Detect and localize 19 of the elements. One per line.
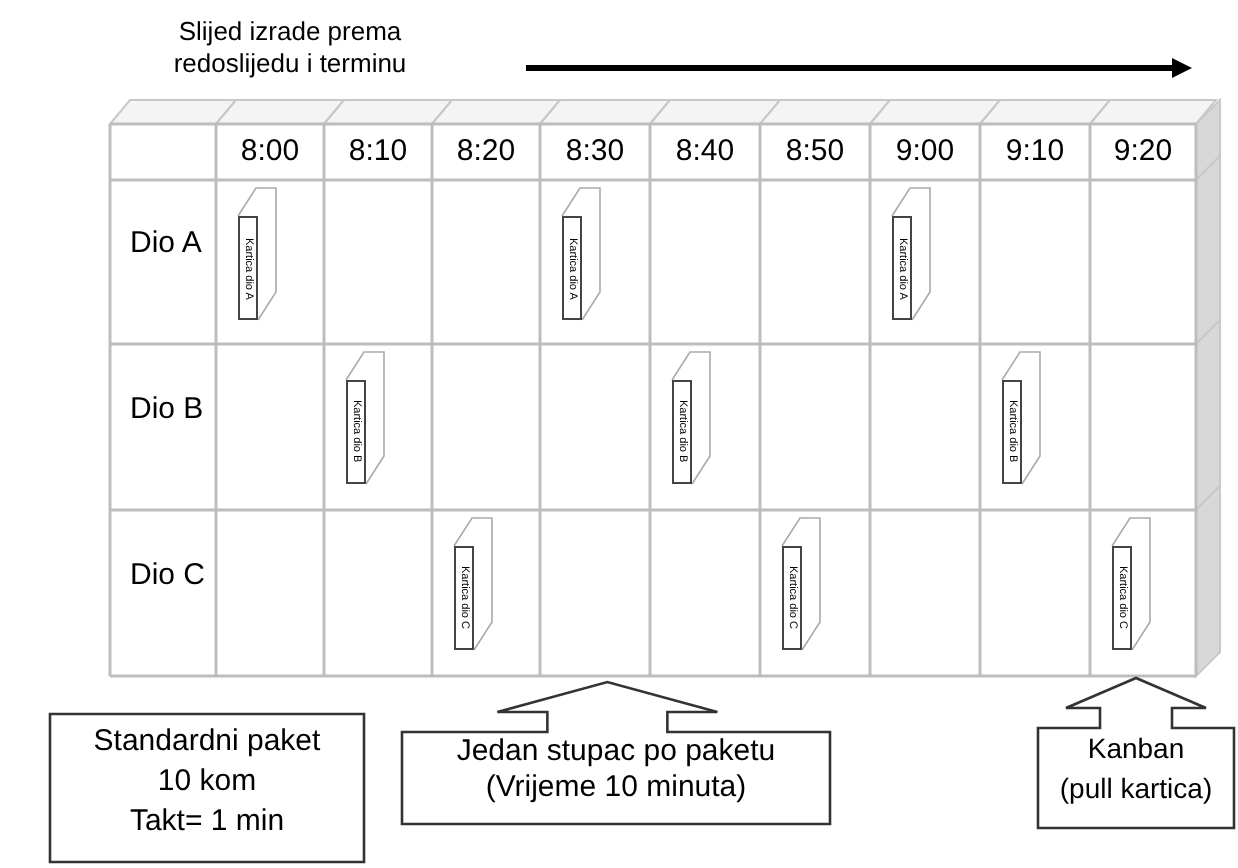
note-text: 10 kom	[155, 764, 259, 800]
part-label: Dio B	[128, 391, 206, 427]
part-label: Dio C	[128, 557, 208, 593]
note-text: Standardni paket	[91, 724, 323, 760]
time-label: 8:30	[563, 132, 627, 172]
note-text: (pull kartica)	[1057, 770, 1215, 806]
time-label: 8:00	[238, 132, 302, 172]
note-text: Takt= 1 min	[127, 804, 287, 840]
note-text: Jedan stupac po paketu (Vrijeme 10 minuta)	[454, 734, 778, 806]
heading-text: Slijed izrade prema redoslijedu i terminu	[171, 16, 409, 80]
part-label: Dio A	[128, 226, 204, 262]
time-label: 8:20	[454, 132, 518, 172]
time-label: 9:10	[1003, 132, 1067, 172]
time-label: 9:00	[893, 132, 957, 172]
time-label: 8:10	[346, 132, 410, 172]
note-text: Kanban	[1085, 730, 1187, 766]
time-label: 9:20	[1111, 132, 1175, 172]
time-label: 8:40	[673, 132, 737, 172]
time-label: 8:50	[783, 132, 847, 172]
